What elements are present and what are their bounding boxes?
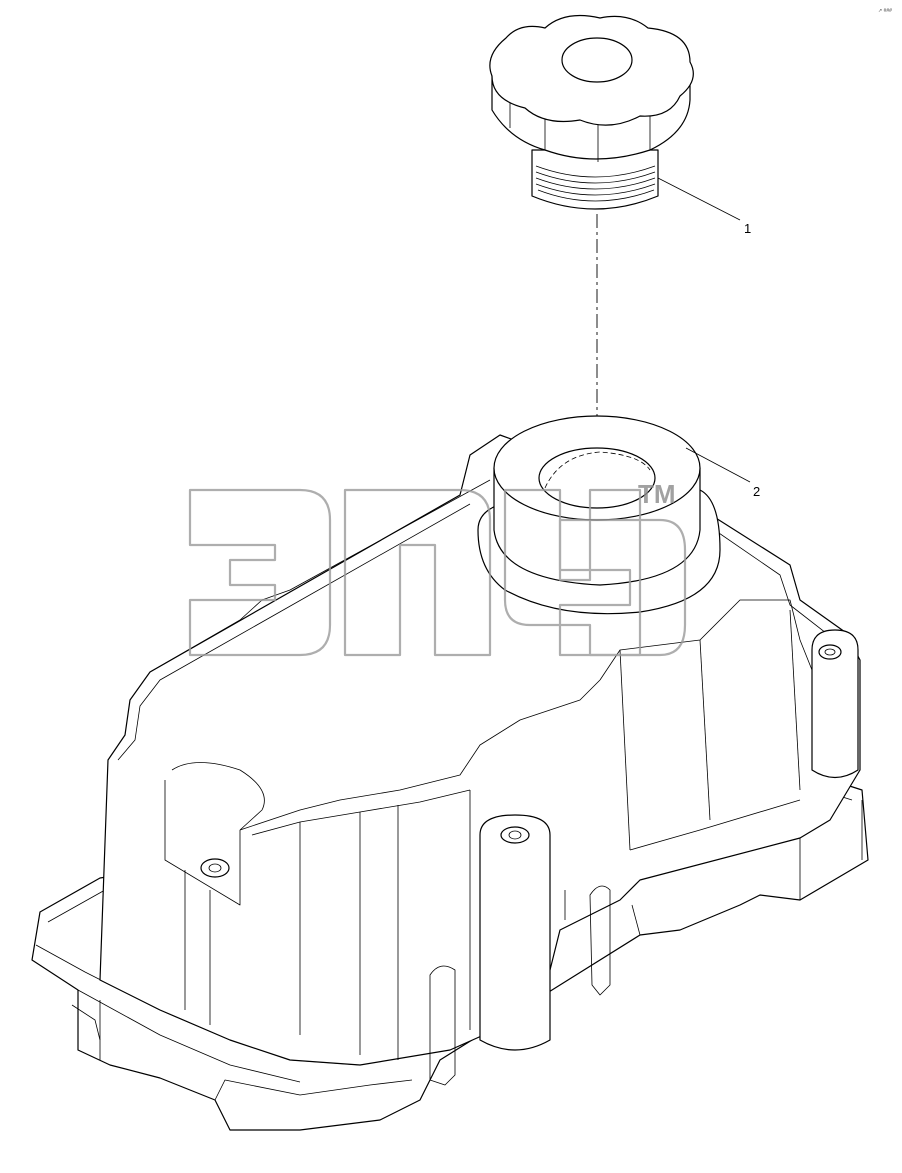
watermark-glyph-4 bbox=[558, 518, 687, 657]
bolt-hole-left bbox=[200, 858, 230, 878]
leader-line-1 bbox=[657, 177, 741, 221]
watermark-logo: TM bbox=[188, 479, 687, 657]
watermark-glyph-2 bbox=[343, 488, 492, 657]
leader-line-2 bbox=[685, 447, 751, 483]
bolt-boss-right bbox=[811, 629, 859, 779]
callout-2: 2 bbox=[753, 484, 760, 499]
cap-thread-body bbox=[531, 149, 659, 210]
watermark-glyph-3 bbox=[503, 488, 642, 657]
cover-housing bbox=[31, 434, 869, 1131]
callout-1: 1 bbox=[744, 221, 751, 236]
cap-knob-top bbox=[489, 15, 694, 126]
filler-neck bbox=[477, 415, 721, 615]
neck-opening bbox=[538, 447, 656, 509]
bolt-hole-center bbox=[500, 826, 530, 844]
filler-cap bbox=[489, 15, 694, 210]
bolt-hole-right bbox=[818, 644, 842, 660]
watermark-glyph-1 bbox=[188, 488, 332, 657]
corner-mark: ↗ ### bbox=[878, 8, 892, 14]
watermark-trademark: TM bbox=[638, 479, 676, 509]
bolt-boss-center bbox=[479, 814, 551, 1051]
cap-top-disc bbox=[561, 37, 633, 83]
